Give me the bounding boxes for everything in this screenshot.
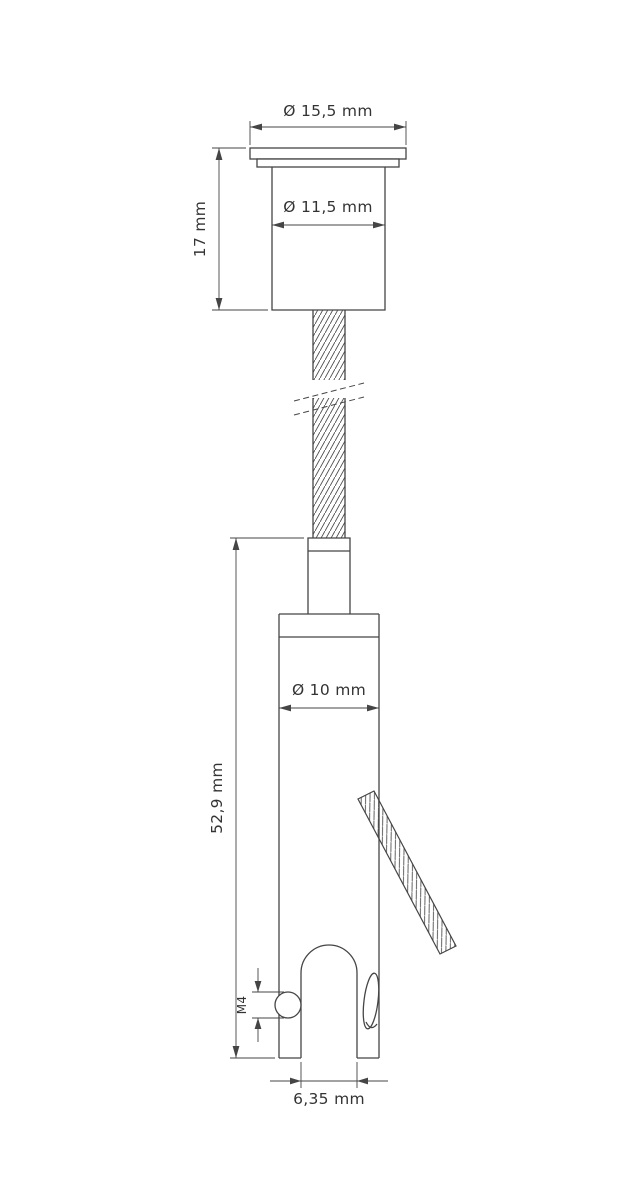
cable-lower-edges: [312, 398, 346, 538]
slot-arch: [300, 944, 358, 974]
ceiling-fixture: [249, 147, 407, 311]
dimension-mount-height: 17 mm: [191, 147, 268, 311]
dim-label-gripper-diameter: Ø 10 mm: [292, 681, 366, 699]
steel-cable: [293, 310, 365, 538]
flange-lip: [256, 158, 400, 168]
dim-label-thread: M4: [235, 996, 249, 1014]
cable-gripper: [274, 537, 457, 1059]
dimension-gripper-diameter: Ø 10 mm: [279, 681, 379, 712]
dim-label-mount-height: 17 mm: [191, 201, 209, 257]
spring-clip: [362, 972, 380, 1030]
dimension-flange-diameter: Ø 15,5 mm: [249, 102, 407, 145]
fixture-cup: [271, 167, 386, 311]
cable-exit-end: [357, 790, 457, 955]
gripper-top-cylinder: [307, 537, 351, 614]
fork-slot: [300, 944, 358, 1058]
dimension-cup-diameter: Ø 11,5 mm: [272, 198, 385, 229]
dimension-gripper-length: 52,9 mm: [208, 537, 304, 1059]
dim-label-slot-width: 6,35 mm: [293, 1090, 365, 1108]
dimension-thread: M4: [235, 968, 284, 1042]
dimension-slot-width: 6,35 mm: [270, 1062, 388, 1108]
slot-walls: [300, 973, 358, 1058]
dim-label-gripper-length: 52,9 mm: [208, 762, 226, 834]
cable-break-symbol: [293, 382, 365, 416]
flange-plate: [249, 147, 407, 160]
m4-hole: [274, 991, 302, 1019]
dim-label-cup-diameter: Ø 11,5 mm: [283, 198, 372, 216]
dim-label-flange-diameter: Ø 15,5 mm: [283, 102, 372, 120]
cable-upper-segment: [313, 310, 345, 380]
cable-lower-segment: [313, 398, 345, 538]
cable-upper-edges: [312, 310, 346, 380]
